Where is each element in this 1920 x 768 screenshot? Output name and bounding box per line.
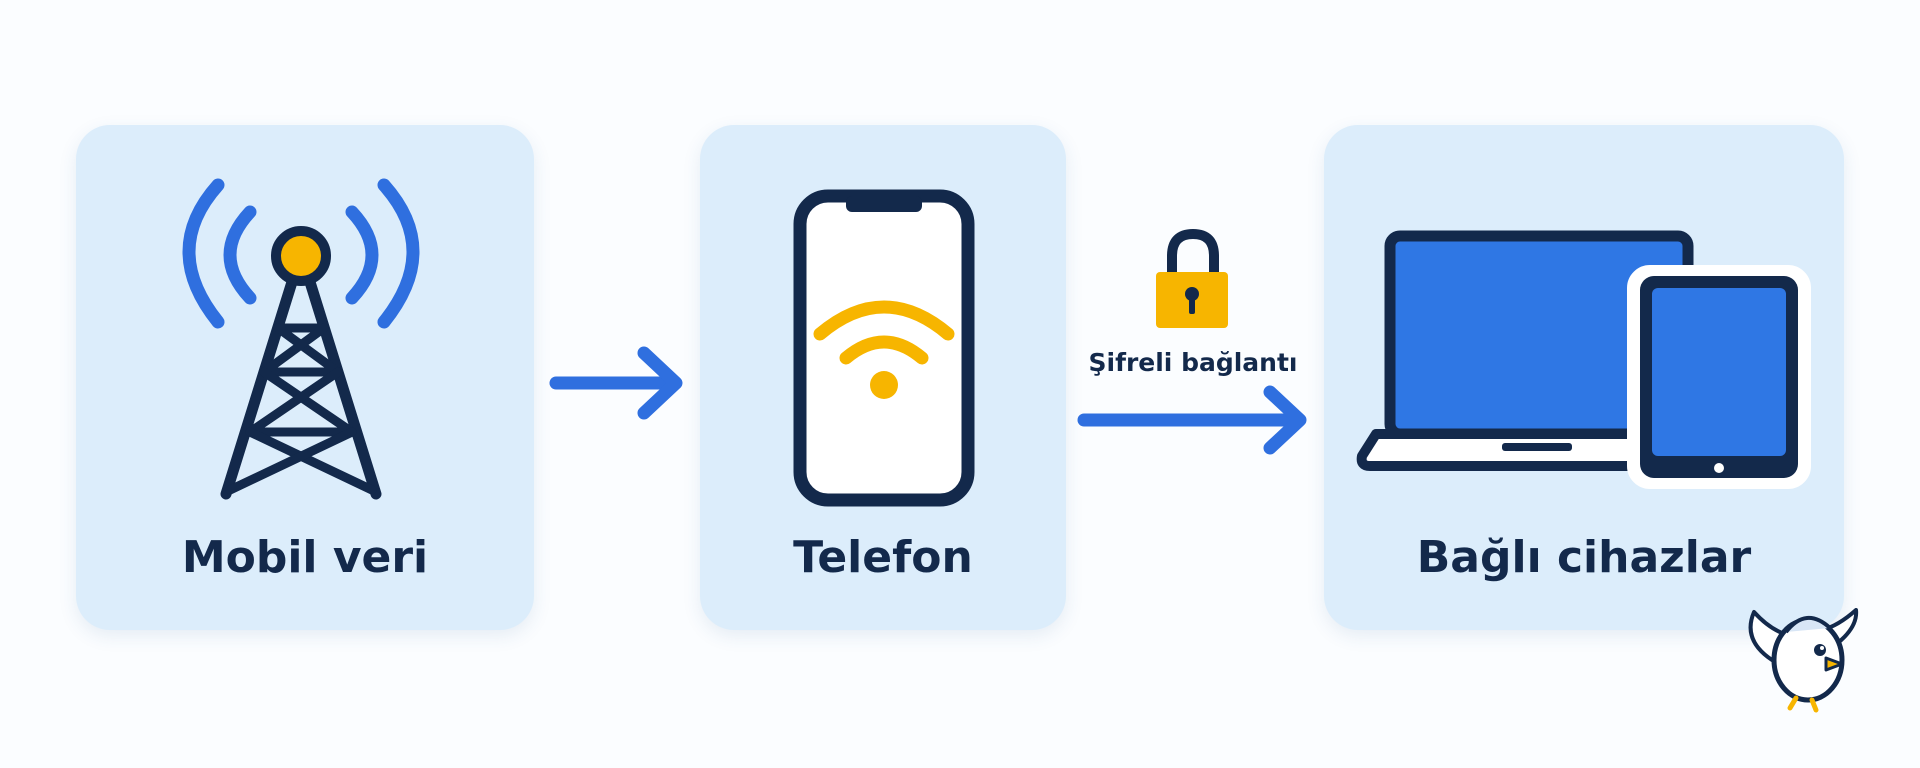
step-label-connected-devices: Bağlı cihazlar: [1416, 532, 1752, 583]
step-label-mobile-data: Mobil veri: [181, 532, 429, 583]
bird-mascot-logo: [1748, 608, 1859, 713]
padlock-icon: [1156, 228, 1228, 328]
step-label-phone: Telefon: [793, 532, 973, 583]
laptop-tablet-icon: [1356, 230, 1811, 489]
card-mobile-data: [76, 125, 534, 630]
cell-tower-icon: [182, 178, 420, 500]
smartphone-wifi-icon: [793, 189, 975, 507]
arrow-right-icon: [549, 346, 683, 420]
connection-label: Şifreli bağlantı: [1088, 348, 1298, 377]
arrow-right-icon: [1077, 385, 1307, 455]
